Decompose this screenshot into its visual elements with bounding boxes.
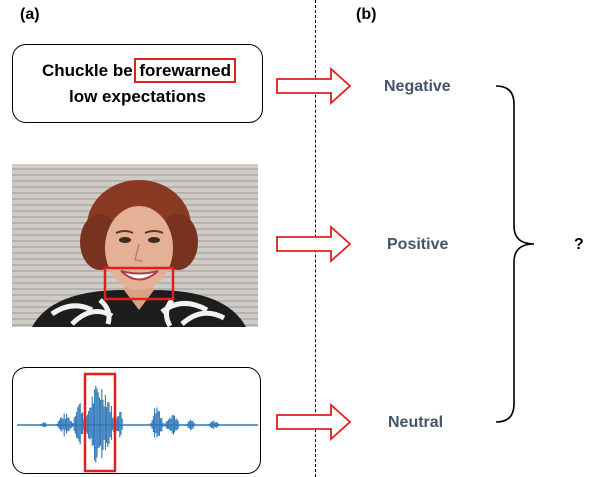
text-modality-prefix: Chuckle be: [41, 60, 138, 80]
positive-label: Positive: [387, 236, 449, 253]
arrow-audio-to-neutral: [276, 402, 352, 442]
arrow-text-to-negative: [276, 66, 352, 106]
panel-label-b: (b): [356, 6, 377, 23]
text-modality-line2: low expectations: [69, 86, 206, 106]
audio-modality-box: [12, 367, 261, 474]
right-brace: [495, 85, 535, 423]
arrow-visual-to-positive: [276, 224, 352, 264]
audio-waveform: [17, 372, 258, 473]
negative-label: Negative: [384, 78, 451, 95]
neutral-label: Neutral: [388, 414, 444, 431]
panel-label-a: (a): [20, 6, 40, 23]
text-modality-line1: Chuckle be forewarned: [41, 57, 237, 84]
audio-highlight-box: [83, 372, 117, 473]
fused-result-question: ?: [574, 236, 584, 253]
face-photo: [12, 164, 258, 327]
mouth-highlight-box: [103, 266, 175, 301]
text-modality-box: Chuckle be forewarned low expectations: [12, 44, 263, 123]
highlighted-word: forewarned: [134, 57, 237, 83]
